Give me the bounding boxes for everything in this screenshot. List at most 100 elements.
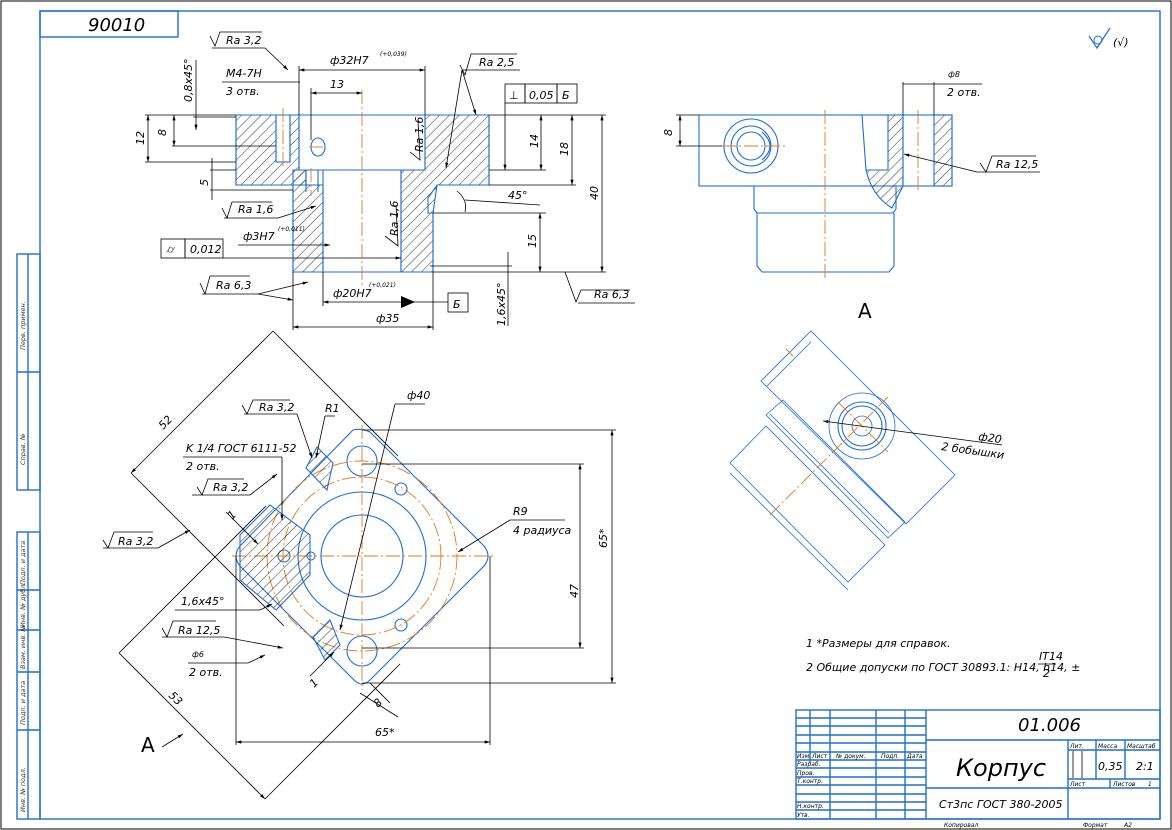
datum-label-b: Б xyxy=(453,298,461,311)
dim-5: 5 xyxy=(198,179,211,186)
dim-bore-bottom-tol: (+0,021) xyxy=(369,282,396,289)
dim-outer-35: ф35 xyxy=(376,312,399,325)
plan-hatch-bottom xyxy=(312,619,341,661)
perpendicularity-symbol: ⊥ xyxy=(509,89,519,102)
title-designation: 01.006 xyxy=(1018,715,1081,736)
note-fraction-numerator: IT14 xyxy=(1039,650,1063,663)
title-column-header: Изм. xyxy=(797,753,811,760)
title-column-header: Подп. xyxy=(881,753,899,760)
cylindricity-value: 0,012 xyxy=(190,243,222,256)
title-role: Н.контр. xyxy=(797,803,824,810)
section-view: ф32H7 (+0,039) 13 M4-7H 3 отв. Ra 3,2 0,… xyxy=(134,31,635,330)
dim-12: 12 xyxy=(134,131,147,145)
plan-pipe-thread-count: 2 отв. xyxy=(186,460,220,473)
title-column-header: Лист xyxy=(811,753,828,760)
iso-boss-diameter: ф20 xyxy=(978,430,1003,446)
title-sheets-count: 1 xyxy=(1148,781,1152,788)
plan-dim-65-horizontal: 65* xyxy=(375,726,395,739)
view-a-label: A xyxy=(858,299,872,323)
dim-18: 18 xyxy=(558,142,571,156)
title-block: 01.006 Корпус Ст3пс ГОСТ 380-2005 Лит. М… xyxy=(795,709,1161,829)
plan-radius-r9: R9 xyxy=(513,505,528,518)
note-1: 1 *Размеры для справок. xyxy=(806,637,951,650)
title-column-header: Дата xyxy=(906,753,923,760)
roughness-ra32-top: Ra 3,2 xyxy=(226,34,261,47)
dim-14: 14 xyxy=(528,134,541,148)
plan-dim-8: 8 xyxy=(371,696,385,710)
dim-pin-tol: (+0,011) xyxy=(278,226,305,233)
side-strip-label: Подп. и дата xyxy=(19,541,27,585)
dim-40: 40 xyxy=(588,186,601,200)
roughness-ra16-inner-top: Ra 1,6 xyxy=(413,117,426,152)
roughness-ra16-inner-bottom: Ra 1,6 xyxy=(388,201,401,236)
side-strip-label: Справ. № xyxy=(19,433,27,465)
plan-hatch-top xyxy=(305,446,334,492)
plan-dim-1-bottom: 1 xyxy=(307,676,321,690)
note-2: 2 Общие допуски по ГОСТ 30893.1: H14, h1… xyxy=(806,661,1080,674)
title-role: Утв. xyxy=(797,812,810,819)
title-role: Разраб. xyxy=(797,761,821,768)
view-a-hatch-left xyxy=(865,114,904,209)
side-strip-label: Перв. примен. xyxy=(19,301,27,350)
plan-radius-r1: R1 xyxy=(325,402,340,415)
plan-view: 65* 47 65* 52 53 8 1 1 Ra 3,2 R1 xyxy=(102,330,616,800)
view-a-roughness: Ra 12,5 xyxy=(996,158,1038,171)
title-header-mass: Масса xyxy=(1098,743,1117,750)
title-format-label: Формат xyxy=(1083,822,1108,829)
title-mass: 0,35 xyxy=(1098,760,1123,773)
plan-dim-52: 52 xyxy=(156,413,175,432)
thread-spec: M4-7H xyxy=(226,67,262,80)
plan-dim-47: 47 xyxy=(568,584,581,598)
side-strip-label: Подп. и дата xyxy=(19,681,27,725)
roughness-ra63-left: Ra 6,3 xyxy=(216,279,251,292)
view-a-hatch-right xyxy=(933,114,953,187)
plan-roughness-ra125: Ra 12,5 xyxy=(178,624,220,637)
dim-bore-top-tol: (+0,039) xyxy=(380,51,407,58)
plan-hole-d6-count: 2 отв. xyxy=(189,666,223,679)
dim-13: 13 xyxy=(330,78,344,91)
plan-dim-65-vertical: 65* xyxy=(597,528,610,548)
title-copied: Копировал xyxy=(944,822,978,829)
view-a-direction-arrow-icon xyxy=(161,733,184,748)
title-material: Ст3пс ГОСТ 380-2005 xyxy=(939,798,1062,811)
view-a-hole-count: 2 отв. xyxy=(947,86,981,99)
perpendicularity-value: 0,05 xyxy=(529,89,554,102)
title-header-scale: Масштаб xyxy=(1127,743,1156,750)
side-strip-label: Взам. инв. № xyxy=(19,625,27,669)
cylindricity-symbol: ⌭ xyxy=(166,243,176,256)
plan-view-a-label: A xyxy=(141,733,155,757)
iso-view: ф20 2 бобышки xyxy=(729,330,1005,591)
dim-bore-top: ф32H7 xyxy=(330,54,369,67)
title-column-header: № докум. xyxy=(835,753,866,760)
dim-bore-bottom: ф20H7 xyxy=(333,287,372,300)
title-sheet-label: Лист xyxy=(1069,781,1086,788)
roughness-ra25: Ra 2,5 xyxy=(479,56,514,69)
roughness-ra63-right: Ra 6,3 xyxy=(594,288,629,301)
general-roughness-text: (√) xyxy=(1113,36,1129,49)
title-format: A2 xyxy=(1123,822,1132,829)
note-fraction-denominator: 2 xyxy=(1043,667,1050,680)
technical-notes: 1 *Размеры для справок. 2 Общие допуски … xyxy=(806,637,1080,680)
plan-diameter-40: ф40 xyxy=(407,389,430,402)
title-role: Пров. xyxy=(797,770,815,777)
roughness-ra16-left: Ra 1,6 xyxy=(238,203,273,216)
dim-pin: ф3H7 xyxy=(243,230,275,243)
plan-roughness-ra32-left: Ra 3,2 xyxy=(118,535,153,548)
view-a-dim-8: 8 xyxy=(662,129,675,136)
dim-chamfer-top: 0,8x45° xyxy=(182,58,195,102)
view-a-hole-diameter: ф8 xyxy=(948,70,960,79)
top-designation-text: 90010 xyxy=(88,15,145,36)
plan-dim-1-top: 1 xyxy=(225,508,239,522)
side-strip-label: Инв. № дубл. xyxy=(19,583,27,627)
plan-roughness-ra32-mid: Ra 3,2 xyxy=(213,481,248,494)
perpendicularity-datum: Б xyxy=(562,89,570,102)
plan-dim-53: 53 xyxy=(166,689,185,708)
dim-15: 15 xyxy=(526,234,539,248)
dim-chamfer-bottom: 1,6x45° xyxy=(495,282,508,326)
plan-hatch-boss xyxy=(239,504,311,611)
plan-chamfer: 1,6x45° xyxy=(181,595,225,608)
top-designation-box: 90010 xyxy=(39,10,179,38)
title-role: Т.контр. xyxy=(797,778,823,785)
